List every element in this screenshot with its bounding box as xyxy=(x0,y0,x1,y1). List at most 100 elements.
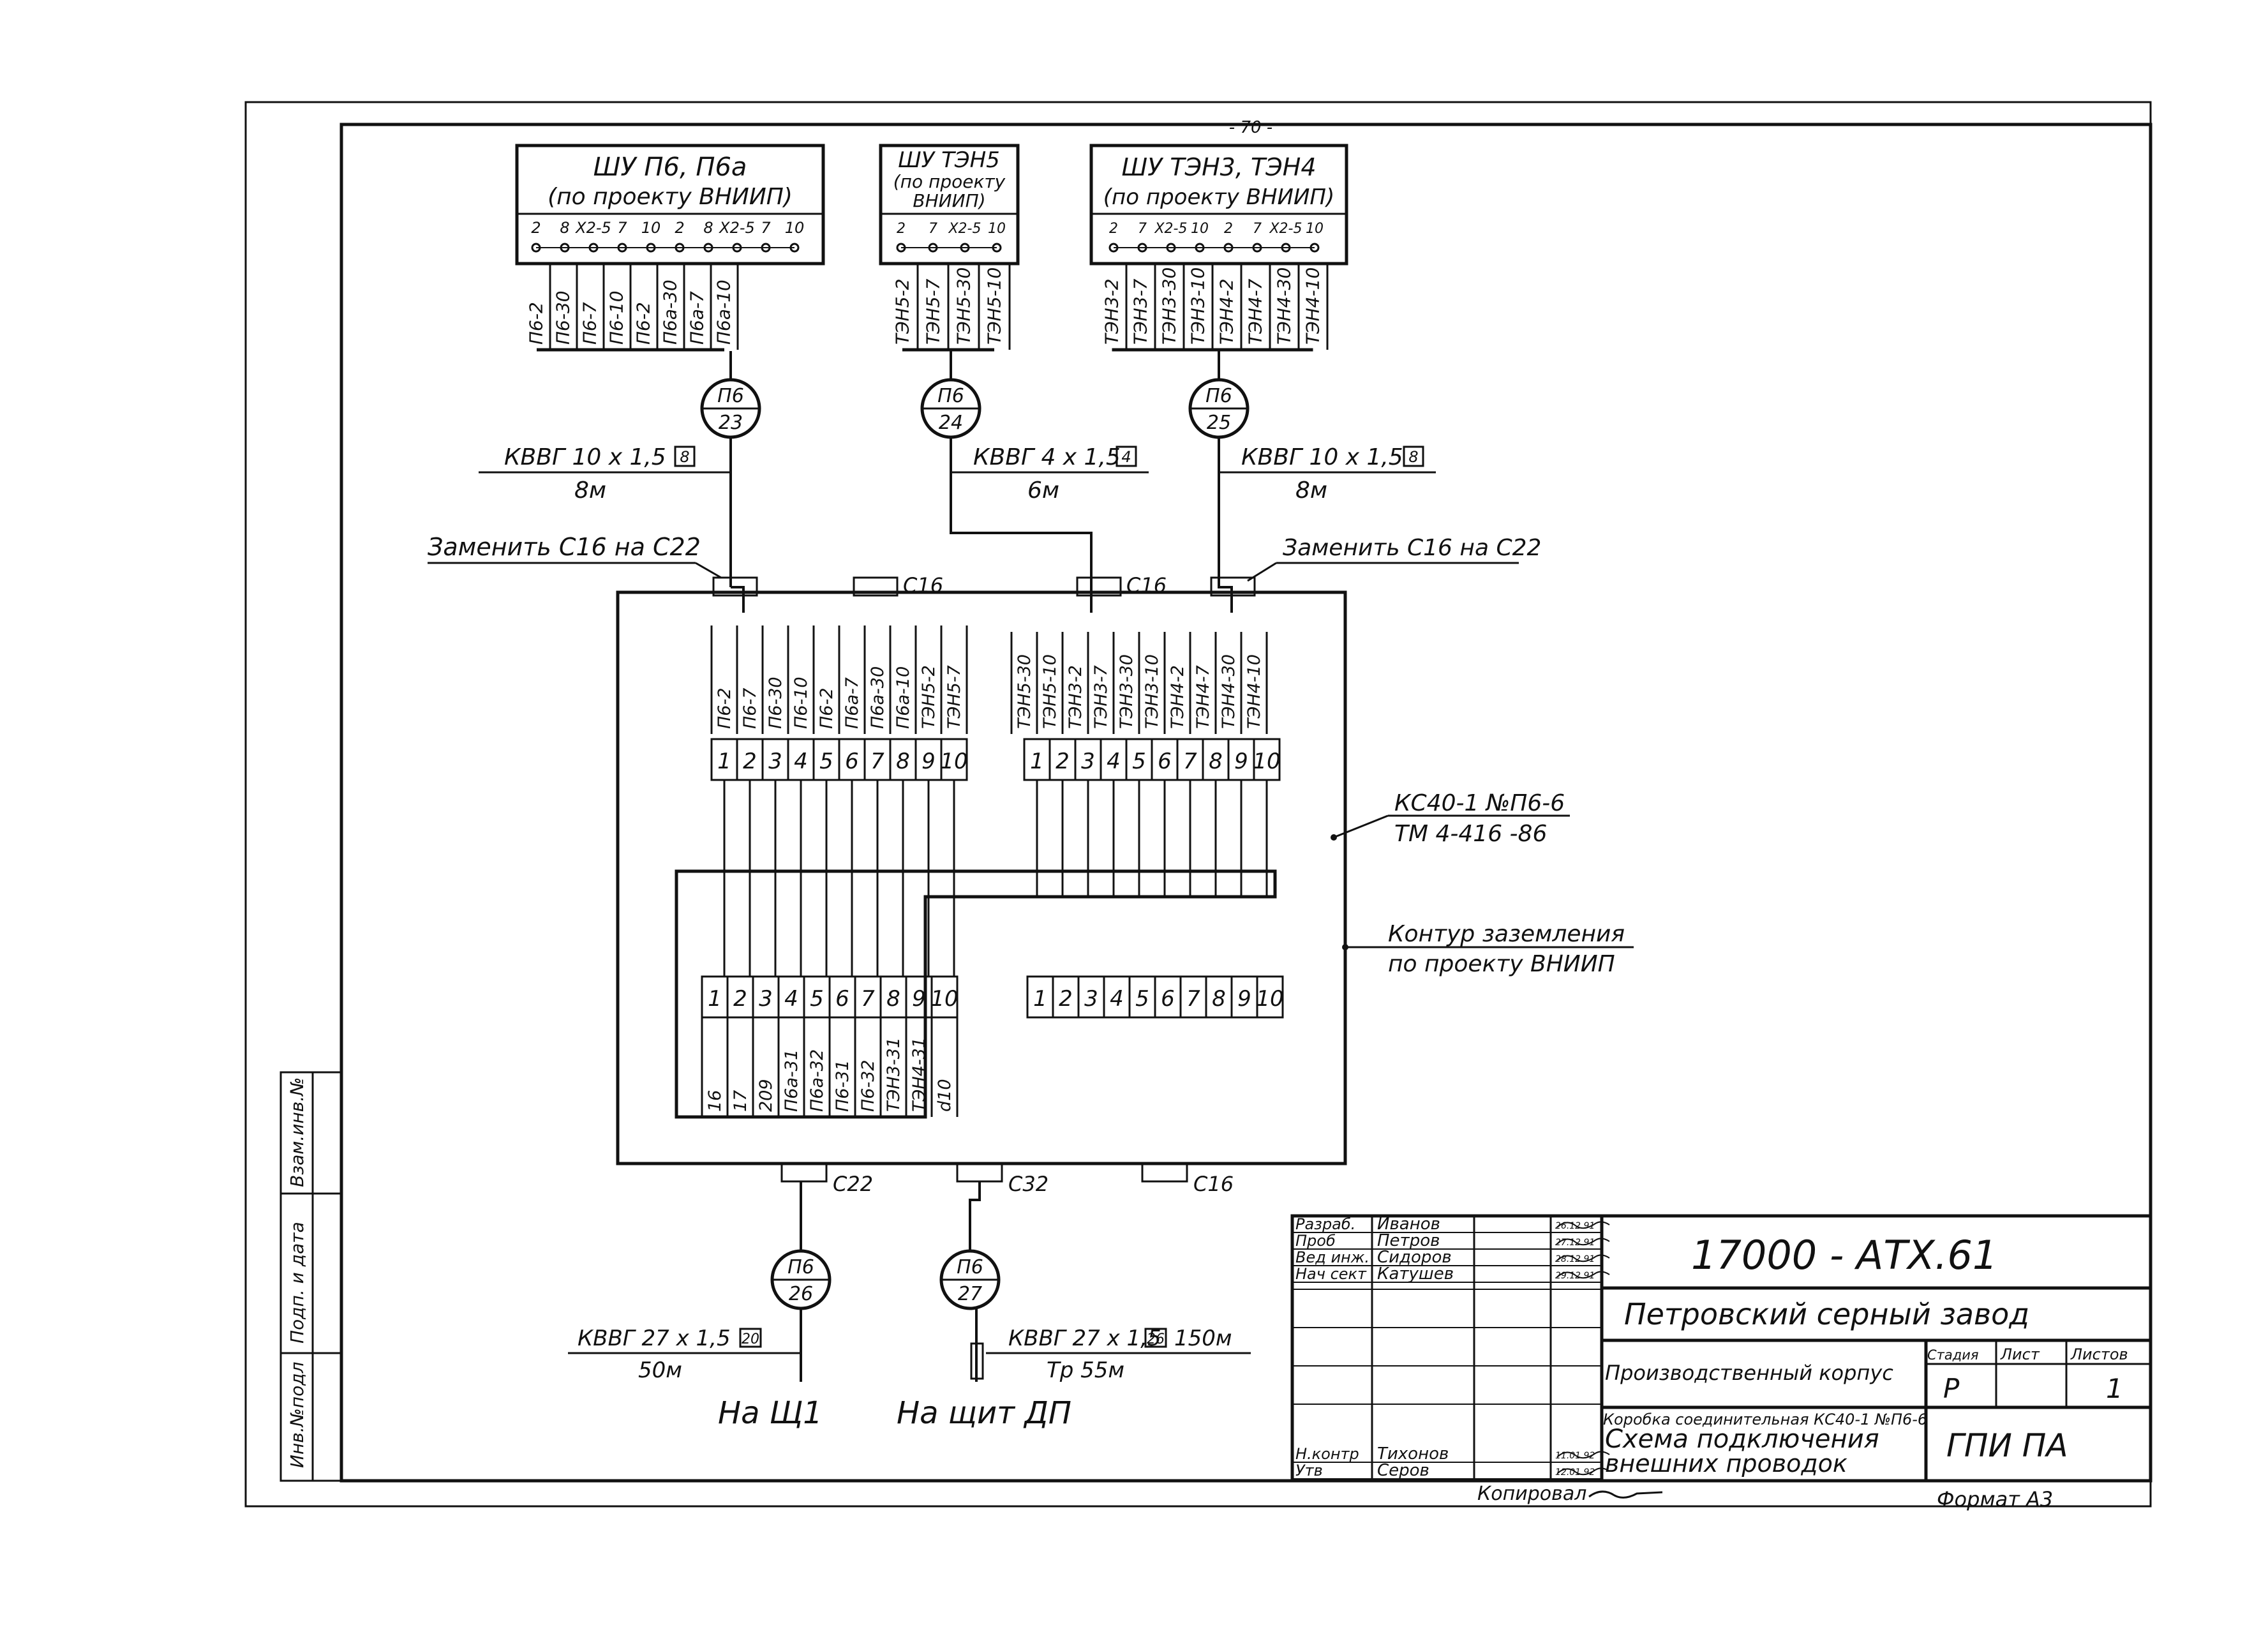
terminal-number: 3 xyxy=(1084,986,1098,1012)
terminal-cell xyxy=(854,975,882,1019)
box-wire-label: ТЭН5-2 xyxy=(919,665,939,729)
drawing-frame xyxy=(339,123,2152,1483)
terminal-number: 10 xyxy=(930,986,958,1012)
box-wire-label: d10 xyxy=(935,1079,955,1112)
tb-signature xyxy=(1556,1221,1610,1229)
terminal-number: 9 xyxy=(1237,986,1251,1012)
cable-24-top: П6 xyxy=(937,385,964,407)
panel-terminal-label: X2-5 xyxy=(574,219,611,237)
format-label: Формат А3 xyxy=(1937,1487,2053,1511)
terminal-cell xyxy=(879,975,907,1019)
gland-top-3-label: С16 xyxy=(1126,573,1167,597)
terminal-number: 8 xyxy=(1209,749,1223,774)
box-wire-label: ТЭН3-31 xyxy=(884,1037,904,1112)
panel-terminal-label: 8 xyxy=(703,219,713,237)
panel-terminal-label: 2 xyxy=(897,221,906,237)
panel-wire-label: ТЭН5-30 xyxy=(953,267,974,345)
panel-wire-label: П6а-7 xyxy=(686,291,707,345)
box-wire-label: 16 xyxy=(705,1090,725,1112)
cable-25-cores-box xyxy=(1403,446,1424,467)
box-wire-label: П6-31 xyxy=(833,1060,853,1112)
panel-wire-label: П6-2 xyxy=(632,302,653,345)
box-wire-label: П6а-31 xyxy=(782,1049,802,1112)
gland-bottom-2-label: С32 xyxy=(1008,1172,1048,1196)
box-wire-label: 209 xyxy=(756,1079,776,1112)
terminal-cell xyxy=(1052,975,1080,1019)
tb-name: Сидоров xyxy=(1377,1248,1452,1267)
panel-terminal-label: 10 xyxy=(641,219,661,237)
terminal-number: 1 xyxy=(708,986,722,1012)
box-wire-label: ТЭН5-30 xyxy=(1015,654,1034,729)
terminal-cell xyxy=(752,975,780,1019)
panel-terminal-label: 7 xyxy=(929,221,937,237)
panel-terminal-label: X2-5 xyxy=(1269,221,1302,237)
box-wire-label: П6а-30 xyxy=(868,666,888,729)
box-wire-label: П6-30 xyxy=(766,677,786,729)
cable-23-top: П6 xyxy=(717,385,744,407)
tb-date: 29.12.91 xyxy=(1555,1271,1595,1281)
terminal-cell xyxy=(736,738,764,781)
panel-ten34-subtitle: (по проекту ВНИИП) xyxy=(1103,184,1335,210)
cable-27: П6 27 КВВГ 27 х 1,5 26 150м Тр 55м На щи… xyxy=(897,1181,1251,1431)
gland-bottom-3 xyxy=(1141,1162,1188,1183)
panel-terminal-label: 7 xyxy=(761,219,771,237)
terminal-number: 1 xyxy=(1030,749,1044,774)
terminal-number: 3 xyxy=(1081,749,1095,774)
dest-left: На Щ1 xyxy=(718,1395,823,1431)
panel-terminal-label: X2-5 xyxy=(948,221,981,237)
copied-label: Копировал xyxy=(1477,1483,1586,1505)
page-number: - 70 - xyxy=(1229,118,1272,137)
terminal-cell xyxy=(1227,738,1255,781)
box-wire-label: П6-2 xyxy=(715,688,735,729)
terminal-number: 5 xyxy=(819,749,833,774)
terminal-number: 7 xyxy=(1183,749,1197,774)
sheet-header: Лист xyxy=(2000,1345,2040,1363)
box-wire-label: ТЭН5-7 xyxy=(944,665,964,729)
panel-wire-label: ТЭН5-7 xyxy=(923,278,944,345)
box-wire-label: П6-2 xyxy=(817,688,837,729)
box-wire-label: ТЭН3-30 xyxy=(1117,654,1137,729)
tb-date: 26.12.91 xyxy=(1555,1221,1595,1231)
panel-p6-subtitle: (по проекту ВНИИП) xyxy=(548,184,793,210)
tb-name: Петров xyxy=(1377,1231,1440,1250)
terminal-cell xyxy=(1179,975,1207,1019)
tb-role: Утв xyxy=(1295,1462,1323,1479)
terminal-number: 10 xyxy=(940,749,967,774)
panel-wire-label: ТЭН4-30 xyxy=(1274,267,1295,345)
box-wire-label: П6а-32 xyxy=(807,1049,827,1112)
gland-bottom-2 xyxy=(956,1162,1003,1183)
box-wire-label: ТЭН5-10 xyxy=(1040,654,1060,729)
terminal-cell xyxy=(1256,975,1284,1019)
stamp-inv-podl: Инв.№подл xyxy=(287,1361,308,1468)
terminal-number: 3 xyxy=(759,986,773,1012)
terminal-number: 10 xyxy=(1256,986,1283,1012)
tb-role: Разраб. xyxy=(1295,1215,1355,1233)
cable-27-length: 150м xyxy=(1174,1326,1232,1351)
panel-terminal-label: X2-5 xyxy=(1154,221,1187,237)
box-wire-label: П6-32 xyxy=(858,1060,878,1112)
cable-24-cores: 4 xyxy=(1121,448,1131,466)
terminal-number: 4 xyxy=(784,986,798,1012)
box-wire-label: П6-10 xyxy=(791,677,811,729)
panel-terminal-label: 2 xyxy=(1109,221,1118,237)
terminal-cell xyxy=(803,975,831,1019)
panel-terminal-label: 7 xyxy=(1138,221,1147,237)
replace-left-leader xyxy=(695,562,722,579)
box-wire-label: ТЭН4-10 xyxy=(1244,654,1264,729)
terminal-number: 6 xyxy=(835,986,849,1012)
terminal-number: 6 xyxy=(845,749,859,774)
panel-wire-label: ТЭН5-10 xyxy=(984,267,1005,345)
terminal-number: 2 xyxy=(1056,749,1070,774)
gland-top-1 xyxy=(712,576,758,597)
panel-wire-label: ТЭН3-10 xyxy=(1188,267,1209,345)
cable-25: П6 25 КВВГ 10 х 1,5 8 8м xyxy=(1188,351,1436,613)
tb-role: Вед инж. xyxy=(1295,1248,1369,1266)
replace-right-note: Заменить С16 на С22 xyxy=(1283,535,1541,561)
panel-wire-label: ТЭН3-30 xyxy=(1159,267,1180,345)
